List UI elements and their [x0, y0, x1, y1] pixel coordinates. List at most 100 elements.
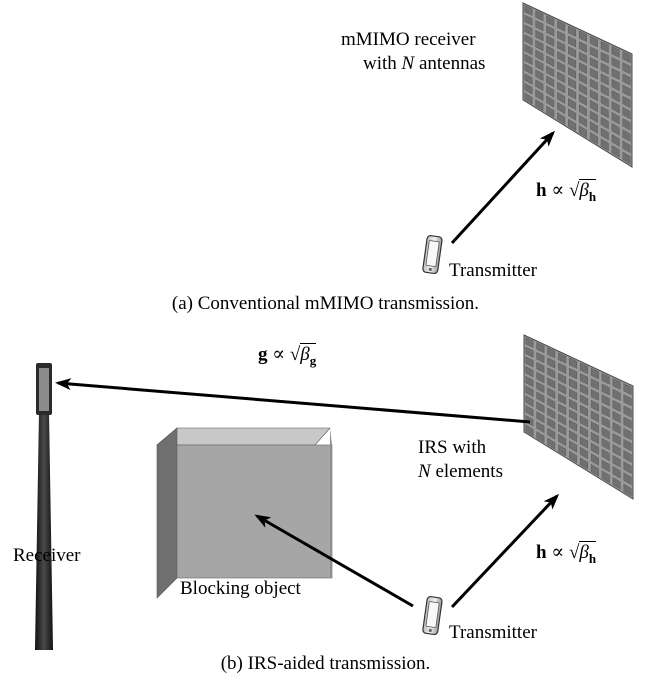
- array-element: [536, 371, 545, 384]
- array-element: [535, 29, 544, 42]
- array-element: [568, 25, 577, 37]
- array-element: [622, 73, 631, 86]
- array-element: [569, 429, 578, 443]
- array-element: [600, 95, 609, 108]
- array-element: [622, 51, 631, 64]
- array-element: [535, 20, 544, 32]
- array-element: [546, 105, 555, 118]
- array-element: [589, 89, 598, 102]
- array-element: [525, 337, 534, 348]
- array-element: [578, 62, 587, 75]
- array-element: [601, 383, 610, 396]
- receiver-label-line2: with N antennas: [363, 53, 486, 74]
- array-element: [524, 34, 533, 46]
- array-element: [589, 35, 598, 48]
- array-element: [622, 62, 631, 75]
- array-element: [525, 395, 534, 408]
- receiver-label-b: Receiver: [13, 545, 81, 566]
- array-element: [600, 73, 609, 86]
- channel-h-label-b: h ∝ √βh: [536, 541, 597, 566]
- irs-to-receiver-arrow: [55, 378, 531, 424]
- channel-g-label: g ∝ √βg: [258, 343, 317, 368]
- phone-screen: [425, 601, 440, 628]
- array-element: [622, 106, 631, 120]
- array-element: [611, 67, 620, 81]
- array-element: [568, 118, 577, 132]
- array-element: [623, 427, 632, 441]
- array-element: [590, 463, 599, 477]
- transmitter-phone-icon: [422, 235, 443, 275]
- array-element: [547, 347, 556, 359]
- caption-b: (b) IRS-aided transmission.: [220, 653, 431, 674]
- caption-a: (a) Conventional mMIMO transmission.: [171, 293, 480, 314]
- array-element: [525, 424, 534, 437]
- receiver-label: mMIMO receiver with N antennas: [341, 28, 485, 76]
- array-element: [579, 457, 588, 470]
- array-element: [589, 121, 598, 134]
- array-element: [623, 416, 632, 429]
- irs-label-line2: N elements: [418, 461, 503, 482]
- array-element: [612, 421, 621, 435]
- array-element: [611, 144, 620, 158]
- array-element: [524, 63, 533, 76]
- array-element: [525, 385, 534, 398]
- panel-b: [35, 334, 634, 650]
- array-element: [622, 95, 631, 109]
- array-element: [600, 105, 609, 119]
- array-element: [557, 30, 566, 43]
- array-element: [623, 394, 632, 407]
- array-element: [589, 99, 598, 113]
- array-element: [590, 431, 599, 445]
- array-element: [579, 415, 588, 428]
- array-element: [623, 461, 632, 475]
- array-element: [547, 387, 556, 400]
- array-element: [536, 391, 545, 404]
- array-element: [589, 78, 598, 91]
- array-element: [558, 444, 567, 457]
- array-element: [547, 367, 556, 379]
- array-element: [535, 49, 544, 62]
- array-element: [557, 112, 566, 125]
- array-element: [578, 114, 587, 128]
- array-element: [524, 24, 533, 36]
- array-element: [547, 427, 556, 440]
- receiver-tower-icon: [35, 363, 53, 650]
- array-element: [578, 30, 587, 43]
- array-element: [601, 372, 610, 385]
- array-element: [611, 89, 620, 103]
- array-element: [623, 483, 632, 497]
- array-element: [601, 427, 610, 440]
- array-element: [557, 61, 566, 73]
- mmimo-antenna-array: [522, 2, 633, 168]
- array-element: [601, 470, 610, 484]
- array-element: [524, 5, 533, 16]
- array-element: [579, 404, 588, 417]
- sqrt-sign: √: [568, 542, 580, 563]
- array-element: [536, 401, 545, 414]
- array-element: [600, 116, 609, 130]
- irs-label: IRS with N elements: [418, 436, 503, 484]
- array-element: [569, 398, 578, 411]
- array-element: [623, 438, 632, 452]
- array-element: [600, 138, 609, 152]
- blocking-object-label: Blocking object: [180, 578, 301, 599]
- array-element: [590, 399, 599, 412]
- array-element: [535, 79, 544, 92]
- array-element: [536, 342, 545, 354]
- array-element: [569, 357, 578, 369]
- array-element: [590, 378, 599, 391]
- irs-element-array: [523, 334, 634, 500]
- array-element: [525, 366, 534, 378]
- blocking-object-box: [156, 427, 333, 599]
- array-element: [557, 91, 566, 104]
- phone-button: [428, 267, 432, 272]
- array-element: [578, 41, 587, 53]
- array-element: [578, 93, 587, 106]
- array-element: [623, 472, 632, 486]
- array-element: [601, 459, 610, 473]
- array-element: [590, 410, 599, 423]
- array-element: [546, 35, 555, 47]
- array-element: [569, 367, 578, 380]
- array-element: [557, 71, 566, 84]
- array-element: [568, 77, 577, 90]
